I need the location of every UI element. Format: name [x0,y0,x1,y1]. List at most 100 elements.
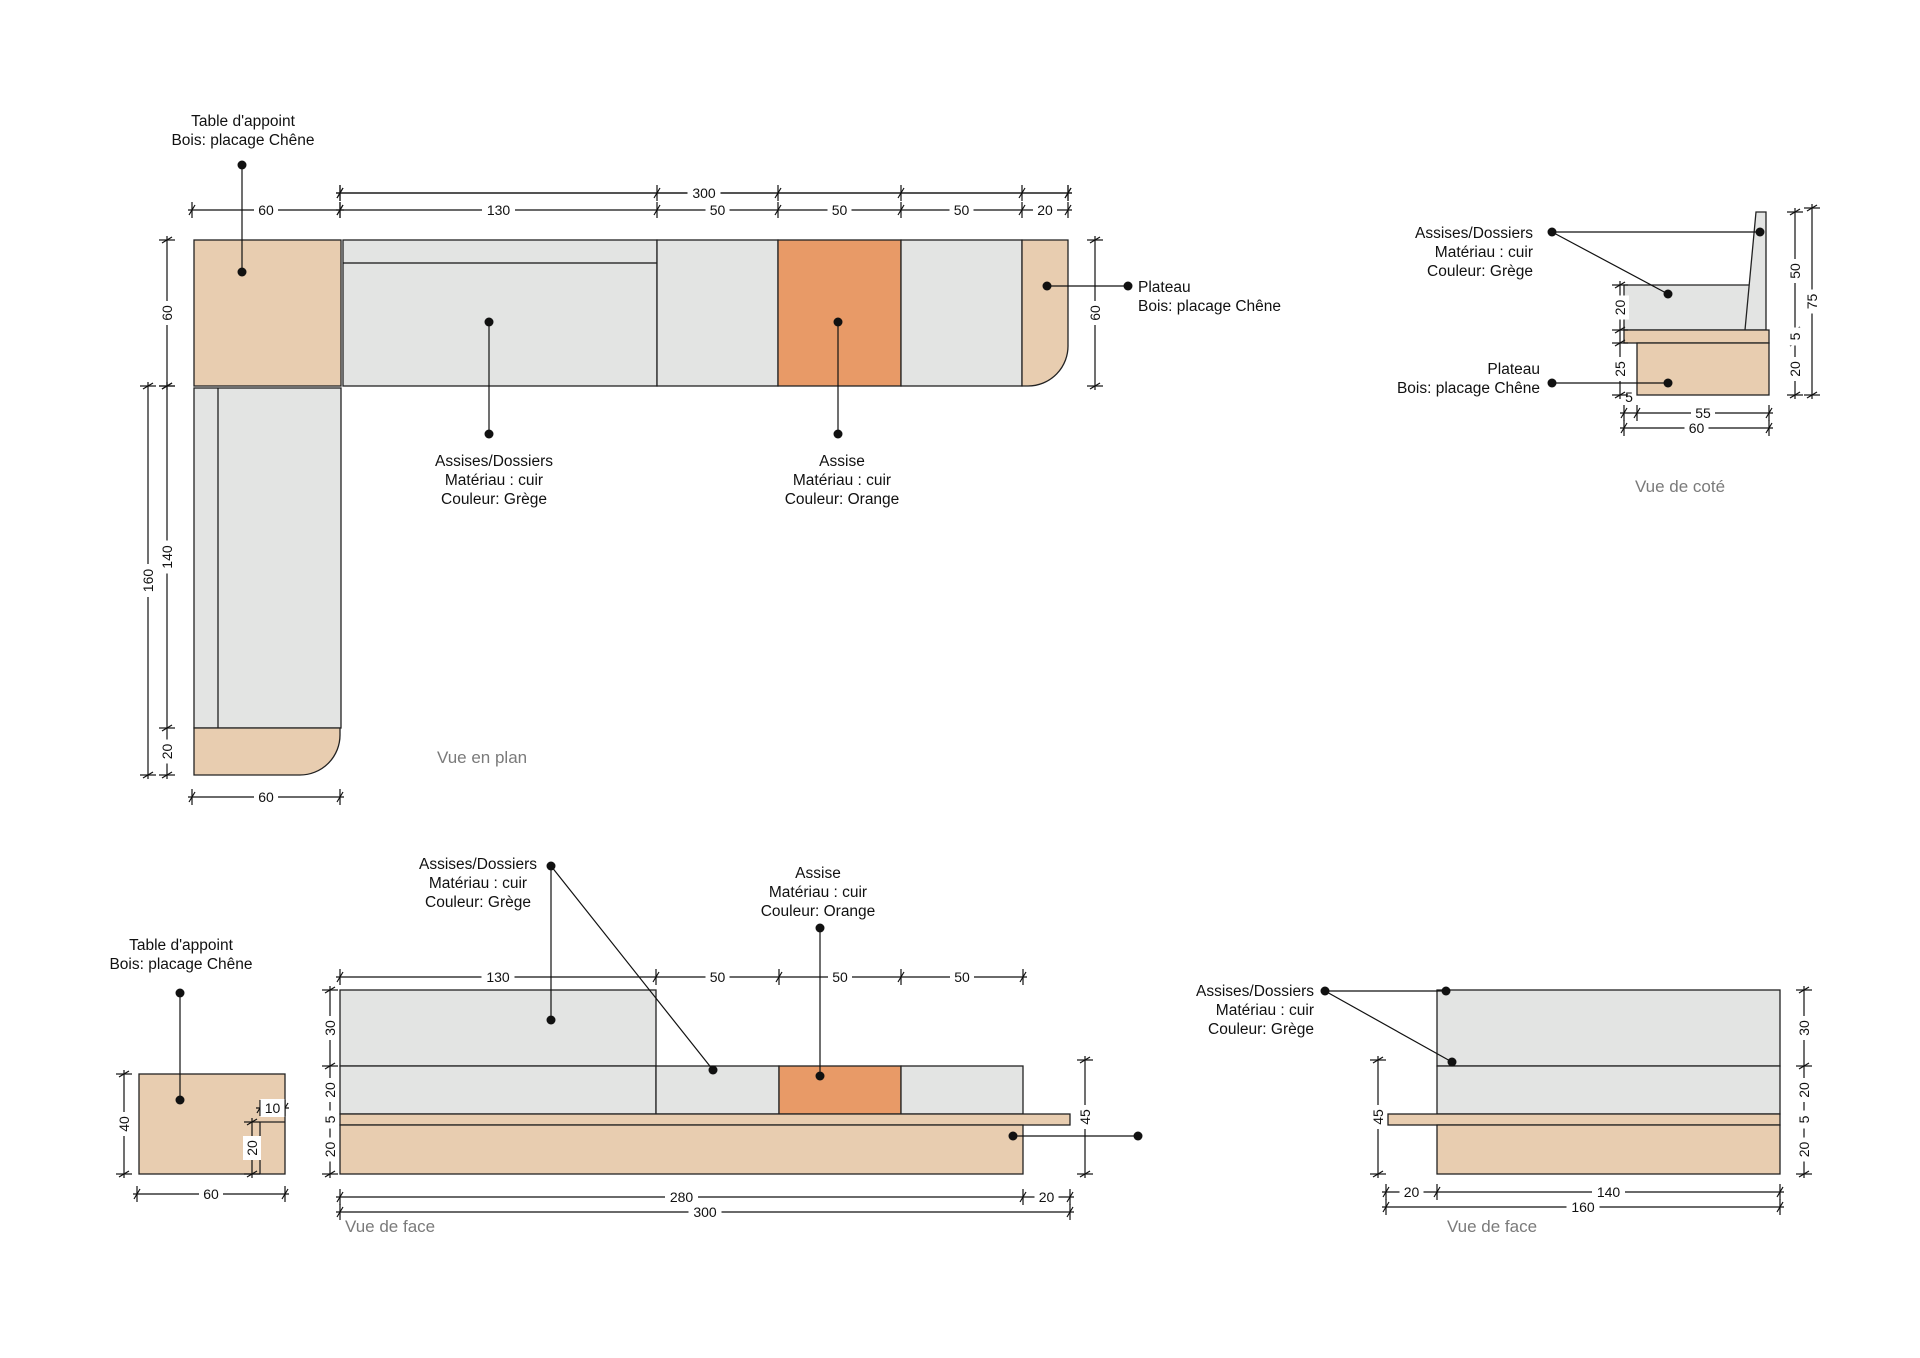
front-dim-left-mask [321,1016,339,1040]
label-seats-return-line-2: Matériau : cuir [1216,1002,1314,1019]
label-orange-plan-line-1: Assise [819,453,865,470]
label-seats-side-line-3: Couleur: Grège [1427,263,1533,280]
plan-dim-depth-left-mask [158,301,176,325]
plan-return-seat [193,387,342,729]
plan-dim-row-mask [482,201,515,219]
side-dim-60-mask [1684,419,1709,437]
leader-dot [484,317,494,327]
plan-dim-140-20-value: 20 [159,744,175,760]
front-dim-left-value: 20 [322,1142,338,1158]
front-dim-top-value: 130 [486,969,510,985]
front-dim-45-value: 45 [1077,1109,1093,1125]
ret-seat [1436,1065,1781,1115]
front-dim-left-value: 30 [322,1020,338,1036]
side-dim-55-value: 55 [1695,405,1711,421]
leader-dot [1042,281,1052,291]
leader-dot [833,429,843,439]
leader-dot [833,317,843,327]
ret-dim-140-value: 20 [1404,1184,1420,1200]
side-dim-left-mask [1611,295,1629,320]
leader-dot [237,267,247,277]
plan-plateau-bottom [193,727,341,776]
label-plateau-side-line-1: Plateau [1487,361,1540,378]
ret-dim-45-value: 45 [1370,1109,1386,1125]
plan-dim-bottom-value: 60 [258,789,274,805]
label-orange-front-line-3: Couleur: Orange [761,903,876,920]
front-dim-top-value: 50 [710,969,726,985]
table-dim-20-mask [243,1136,261,1160]
plan-dim-140-20-value: 140 [159,545,175,569]
plan-dim-row-value: 50 [832,202,848,218]
plan-dim-row-value: 50 [954,202,970,218]
ret-dim-140-mask [1399,1183,1424,1201]
leader-dot [175,1095,185,1105]
front-dim-left-mask [321,1137,339,1162]
view-label-front: Vue de face [345,1217,435,1236]
leader-seats-side-b [1551,231,1669,295]
plan-dim-row-mask [705,201,730,219]
plan-dim-table-mask [254,201,278,219]
front-dim-top-mask [481,968,515,986]
side-dim-total-value: 75 [1804,294,1820,310]
ret-dim-right-mask [1795,1078,1813,1102]
table-dim-20-value: 20 [244,1140,260,1156]
ret-dim-right-value: 30 [1796,1020,1812,1036]
plan-seat-50c [900,239,1023,387]
plan-dim-160-mask [139,564,157,597]
ret-dim-right-mask [1795,1137,1813,1162]
side-dim-right-mask [1786,259,1804,283]
plan-dim-total-mask [687,184,721,202]
label-seats-return-line-1: Assises/Dossiers [1196,983,1314,1000]
ret-dim-160-value: 160 [1571,1199,1595,1215]
side-base [1636,342,1770,396]
label-seats-front-line-3: Couleur: Grège [425,894,531,911]
front-seat-130 [339,1065,657,1115]
leader-dot [237,160,247,170]
front-dim-top-mask [950,968,974,986]
front-seat-orange [778,1065,902,1115]
front-dim-280-value: 280 [670,1189,694,1205]
plan-dim-table-value: 60 [258,202,274,218]
label-seats-front-line-2: Matériau : cuir [429,875,527,892]
plan-dim-depth-right-mask [1086,301,1104,325]
ret-back [1436,989,1781,1067]
plan-seat-orange [777,239,902,387]
front-dim-45-mask [1076,1105,1094,1129]
label-orange-front-line-1: Assise [795,865,841,882]
plan-dim-total-value: 300 [692,185,716,201]
front-dim-left-value: 5 [322,1115,338,1123]
view-label-plan: Vue en plan [437,748,527,767]
plan-dim-160-value: 160 [140,569,156,593]
leader-dot [1008,1131,1018,1141]
leader-dot [815,1071,825,1081]
leader-dot [1133,1131,1143,1141]
plan-dim-depth-right-value: 60 [1087,305,1103,321]
leader-seats-return-b [1324,990,1453,1063]
leader-dot [1663,378,1673,388]
leader-dot [175,988,185,998]
table-dim-10-mask [260,1099,285,1117]
plan-side-table [193,239,342,387]
view-label-side: Vue de coté [1635,477,1725,496]
plan-dim-row-mask [949,201,974,219]
label-seats-plan-line-3: Couleur: Grège [441,491,547,508]
leader-dot [1441,986,1451,996]
leader-dot [815,923,825,933]
ret-dim-right-value: 5 [1796,1115,1812,1123]
ret-dim-right-value: 20 [1796,1082,1812,1098]
ret-dim-140-mask [1592,1183,1625,1201]
ret-dim-right-mask [1795,1110,1813,1129]
side-dim-right-mask [1786,327,1804,346]
table-dim-60-value: 60 [203,1186,219,1202]
plan-dim-140-20-mask [158,739,176,764]
label-side-table-plan-line-1: Table d'appoint [191,113,295,130]
ret-dim-160-mask [1566,1198,1600,1216]
ret-dim-45-mask [1369,1105,1387,1129]
label-side-table-plan-line-2: Bois: placage Chêne [171,132,314,149]
plan-dim-row-mask [827,201,852,219]
front-dim-top-value: 50 [832,969,848,985]
table-dim-40-value: 40 [116,1116,132,1132]
label-seats-front-line-1: Assises/Dossiers [419,856,537,873]
plan-dim-row-value: 50 [710,202,726,218]
